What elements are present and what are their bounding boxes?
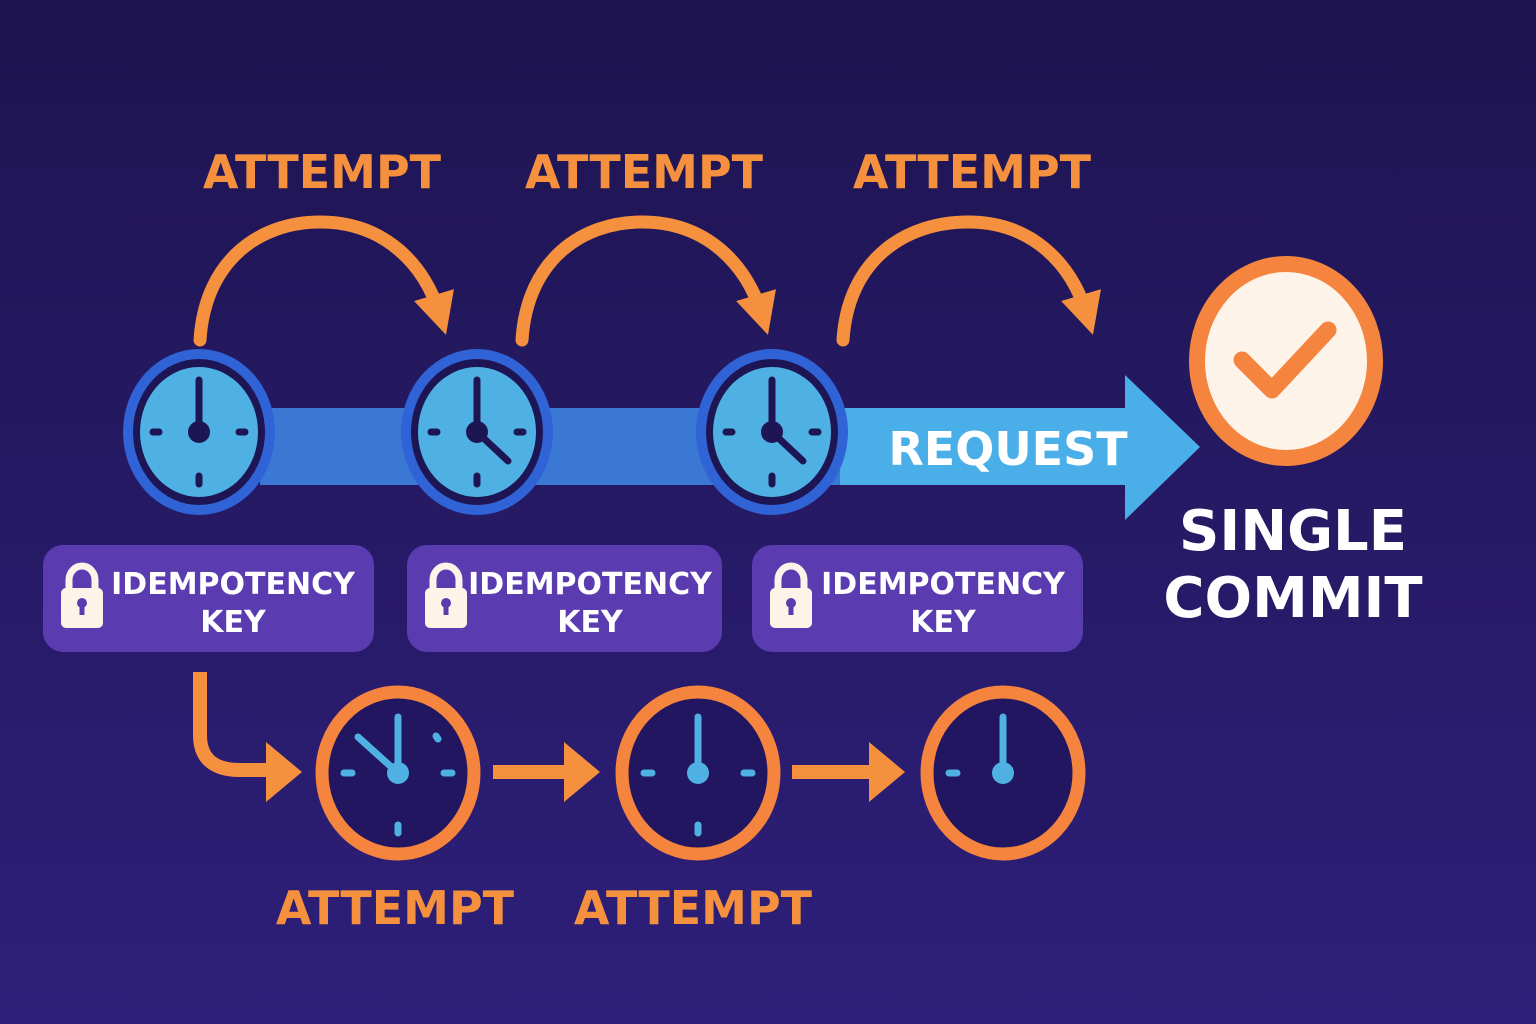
bottom-attempt-label-2: ATTEMPT — [574, 881, 813, 935]
blue-clock-2-icon — [401, 349, 553, 515]
key-label-line1: IDEMPOTENCY — [468, 567, 713, 602]
idempotency-key-box-1: IDEMPOTENCY KEY — [43, 545, 374, 652]
commit-label-line2: COMMIT — [1163, 566, 1422, 631]
lock-icon — [425, 562, 467, 628]
retry-arc-arrow-2 — [515, 215, 776, 347]
blue-clock-3-icon — [696, 349, 848, 515]
idempotency-key-box-2: IDEMPOTENCY KEY — [407, 545, 722, 652]
bottom-attempt-label-1: ATTEMPT — [276, 881, 515, 935]
blue-clock-1-icon — [123, 349, 275, 515]
orange-clock-1-icon — [315, 685, 481, 861]
key-label-line2: KEY — [557, 605, 624, 640]
key-label-line1: IDEMPOTENCY — [821, 567, 1066, 602]
request-arrow — [840, 375, 1200, 520]
key-label-line2: KEY — [910, 605, 977, 640]
request-label: REQUEST — [888, 422, 1128, 476]
retry-arc-arrow-1 — [193, 215, 454, 347]
orange-clock-2-icon — [615, 685, 781, 861]
retry-arc-arrow-3 — [836, 215, 1101, 347]
orange-clock-3-icon — [920, 685, 1086, 861]
bottom-arrow-head-2 — [869, 742, 905, 802]
lock-icon — [770, 562, 812, 628]
elbow-arrow-head — [266, 742, 302, 802]
idempotency-key-box-3: IDEMPOTENCY KEY — [752, 545, 1083, 652]
commit-label-line1: SINGLE — [1179, 499, 1407, 564]
check-circle-icon — [1189, 256, 1383, 466]
bottom-arrow-head-1 — [564, 742, 600, 802]
key-label-line2: KEY — [200, 605, 267, 640]
lock-icon — [61, 562, 103, 628]
key-label-line1: IDEMPOTENCY — [111, 567, 356, 602]
elbow-arrow-line — [193, 672, 275, 777]
top-attempt-label-1: ATTEMPT — [203, 145, 442, 199]
top-attempt-label-3: ATTEMPT — [853, 145, 1092, 199]
top-attempt-label-2: ATTEMPT — [525, 145, 764, 199]
